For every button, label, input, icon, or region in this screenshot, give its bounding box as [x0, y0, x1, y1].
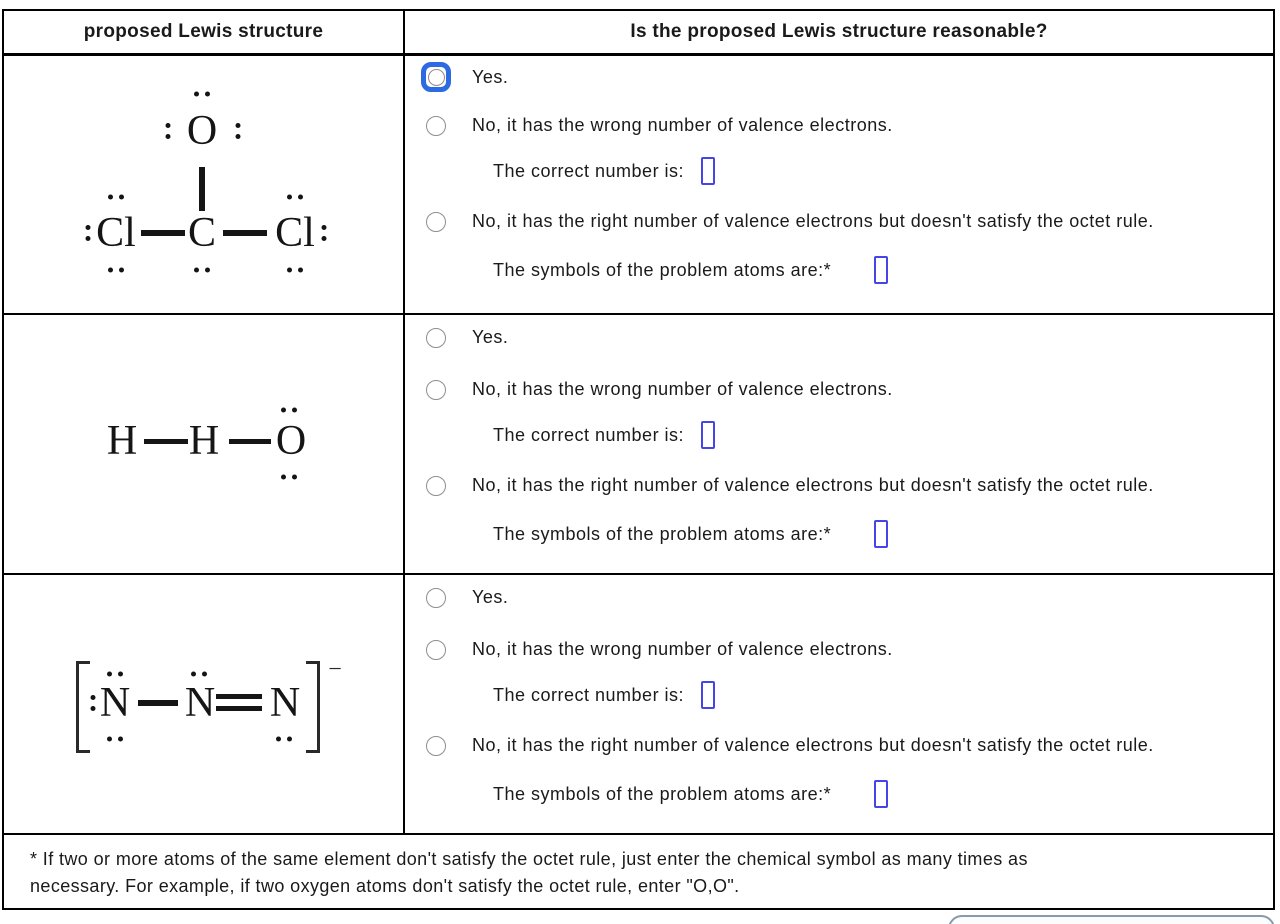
problem-atoms-input[interactable] [874, 256, 889, 284]
lewis-structure-azide: − N N N [4, 575, 403, 833]
option-octet[interactable]: No, it has the right number of valence e… [426, 473, 1273, 498]
lone-pair-dots [108, 194, 124, 200]
option-yes-label[interactable]: Yes. [472, 587, 509, 607]
bracket [76, 661, 90, 753]
option-octet-label[interactable]: No, it has the right number of valence e… [472, 211, 1154, 231]
table-row: − N N N Yes. [4, 575, 1273, 835]
lone-pair-dots [90, 695, 96, 711]
option-octet[interactable]: No, it has the right number of valence e… [426, 209, 1273, 234]
table-header-row: proposed Lewis structure Is the proposed… [4, 11, 1273, 56]
lone-pair-dots [281, 407, 297, 413]
correct-number-input[interactable] [701, 421, 716, 449]
radio-wrong-count[interactable] [426, 115, 446, 136]
lone-pair-dots [108, 267, 124, 273]
atom-label: H [188, 418, 220, 464]
correct-number-input[interactable] [701, 681, 716, 709]
radio-wrong-count[interactable] [426, 639, 446, 660]
radio-yes[interactable] [426, 327, 446, 348]
atom-label: O [275, 418, 307, 464]
lone-pair-dots [191, 671, 207, 677]
bond [216, 694, 262, 699]
bond [144, 439, 188, 444]
problem-atoms-input[interactable] [874, 520, 889, 548]
option-octet[interactable]: No, it has the right number of valence e… [426, 733, 1273, 758]
problem-atoms-prompt: The symbols of the problem atoms are:* [493, 783, 832, 804]
option-wrong-count[interactable]: No, it has the wrong number of valence e… [426, 377, 1273, 402]
lone-pair-dots [321, 225, 327, 241]
problem-atoms-input[interactable] [874, 780, 889, 808]
radio-yes[interactable] [426, 587, 446, 608]
table-row: H H O Yes. No, it has the wrong number o… [4, 315, 1273, 575]
atom-label: H [106, 418, 138, 464]
problem-atoms-prompt: The symbols of the problem atoms are:* [493, 259, 832, 280]
lone-pair-dots [194, 91, 210, 97]
radio-octet[interactable] [426, 475, 446, 496]
lewis-structure-hho: H H O [4, 315, 403, 573]
option-octet-label[interactable]: No, it has the right number of valence e… [472, 475, 1154, 495]
radio-wrong-count[interactable] [426, 379, 446, 400]
radio-octet[interactable] [426, 211, 446, 232]
lone-pair-dots [194, 267, 210, 273]
problem-atoms-prompt: The symbols of the problem atoms are:* [493, 523, 832, 544]
column-header-structure: proposed Lewis structure [4, 11, 405, 53]
option-wrong-count[interactable]: No, it has the wrong number of valence e… [426, 113, 1273, 138]
option-yes[interactable]: Yes. [426, 325, 1273, 350]
option-yes-label[interactable]: Yes. [472, 327, 509, 347]
lone-pair-dots [107, 671, 123, 677]
bond [141, 230, 185, 236]
atom-label: O [186, 108, 218, 154]
lone-pair-dots [235, 123, 241, 139]
bond [138, 700, 178, 706]
correct-number-prompt: The correct number is: [493, 424, 685, 445]
option-octet-label[interactable]: No, it has the right number of valence e… [472, 735, 1154, 755]
cutoff-bottom-panel [948, 915, 1275, 924]
option-yes[interactable]: Yes. [421, 62, 1273, 92]
footnote-row: * If two or more atoms of the same eleme… [4, 835, 1273, 900]
lone-pair-dots [287, 267, 303, 273]
atom-label: Cl [275, 210, 315, 256]
option-wrong-count-label[interactable]: No, it has the wrong number of valence e… [472, 379, 893, 399]
atom-label: N [269, 680, 301, 726]
atom-label: N [184, 680, 216, 726]
bracket [306, 661, 320, 753]
question-table: proposed Lewis structure Is the proposed… [2, 9, 1275, 910]
correct-number-prompt: The correct number is: [493, 160, 685, 181]
lone-pair-dots [281, 474, 297, 480]
bond [229, 439, 271, 444]
option-wrong-count[interactable]: No, it has the wrong number of valence e… [426, 637, 1273, 662]
lone-pair-dots [85, 225, 91, 241]
option-yes[interactable]: Yes. [426, 585, 1273, 610]
bond [216, 706, 262, 711]
table-row: O Cl C Cl [4, 56, 1273, 315]
lewis-structure-cocl2: O Cl C Cl [4, 56, 403, 313]
radio-yes-selected[interactable] [421, 62, 451, 92]
atom-label: C [187, 210, 217, 256]
radio-octet[interactable] [426, 735, 446, 756]
footnote-text: * If two or more atoms of the same eleme… [30, 849, 1028, 896]
lone-pair-dots [107, 736, 123, 742]
correct-number-input[interactable] [701, 157, 716, 185]
atom-label: N [99, 680, 131, 726]
option-yes-label[interactable]: Yes. [472, 66, 509, 87]
column-header-question: Is the proposed Lewis structure reasonab… [630, 21, 1048, 42]
bond [223, 230, 267, 236]
option-wrong-count-label[interactable]: No, it has the wrong number of valence e… [472, 639, 893, 659]
atom-label: Cl [96, 210, 136, 256]
lone-pair-dots [276, 736, 292, 742]
lone-pair-dots [165, 123, 171, 139]
lone-pair-dots [287, 194, 303, 200]
charge-label: − [328, 656, 342, 683]
bond [199, 167, 205, 211]
option-wrong-count-label[interactable]: No, it has the wrong number of valence e… [472, 115, 893, 135]
correct-number-prompt: The correct number is: [493, 684, 685, 705]
